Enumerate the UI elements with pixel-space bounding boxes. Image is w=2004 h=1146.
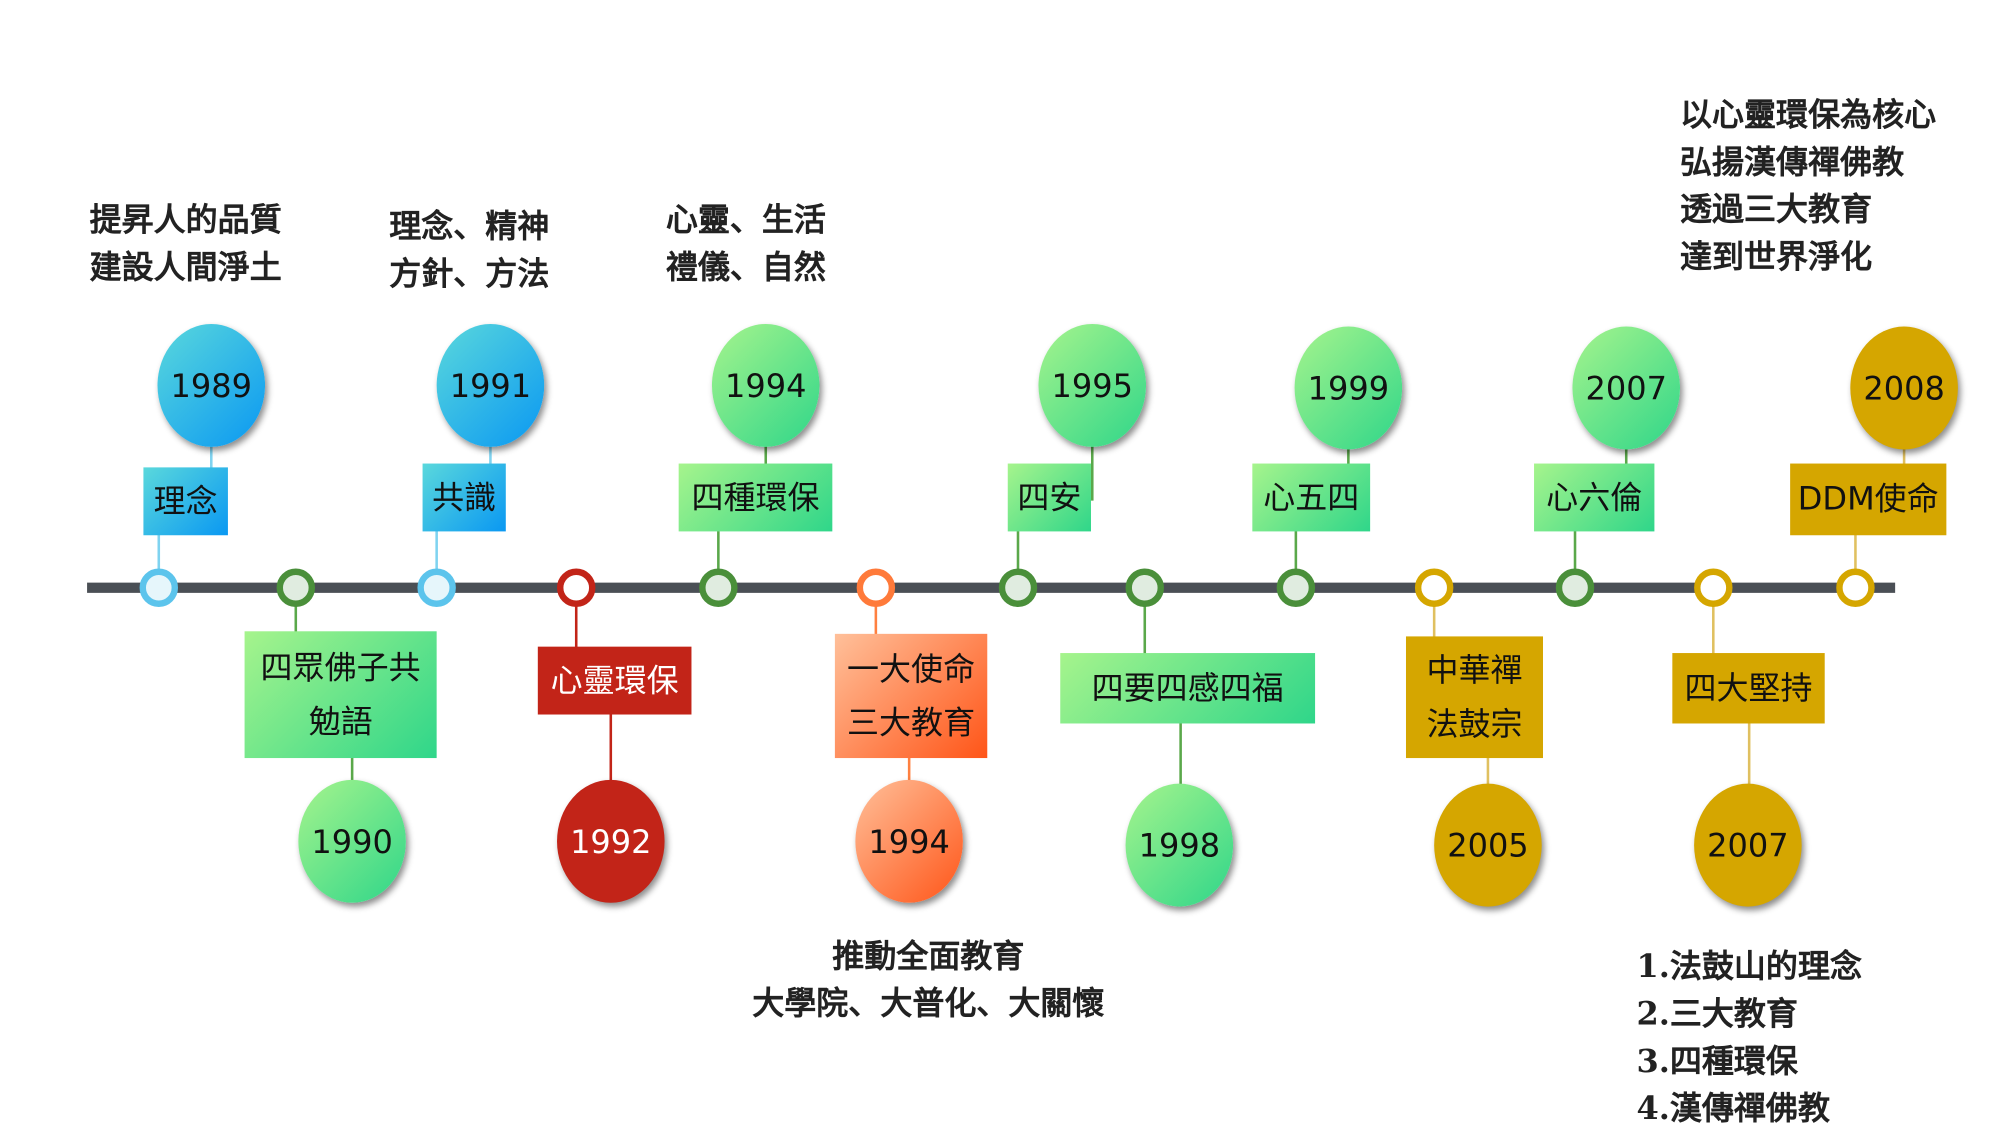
event-label: 共識 — [422, 463, 506, 532]
note-1991: 理念、精神方針、方法 — [389, 207, 550, 292]
event-label: 心五四 — [1252, 463, 1371, 532]
event-label: 一大使命三大教育 — [834, 633, 988, 759]
note-1989: 提昇人的品質建設人間淨土 — [89, 201, 282, 286]
event-label: 四種環保 — [678, 463, 833, 532]
year-circle: 2005 — [1434, 783, 1542, 907]
year-circle: 1998 — [1125, 783, 1234, 907]
year-circle: 2007 — [1572, 326, 1681, 450]
timeline-node — [557, 568, 596, 607]
timeline-node — [1836, 568, 1875, 607]
year-circle: 2008 — [1850, 326, 1958, 450]
timeline-node — [998, 568, 1038, 607]
year-circle: 1991 — [436, 323, 545, 447]
timeline-node — [856, 568, 896, 607]
timeline-node — [1555, 568, 1595, 607]
event-label: 心靈環保 — [537, 646, 692, 715]
timeline-node — [276, 568, 316, 607]
year-circle: 1992 — [557, 779, 665, 903]
event-label: 四眾佛子共勉語 — [244, 631, 437, 759]
timeline-node — [139, 568, 178, 607]
timeline-node — [699, 568, 738, 607]
timeline-node — [1276, 568, 1316, 607]
event-label: 心六倫 — [1534, 463, 1655, 532]
event-label: 四安 — [1007, 463, 1091, 532]
event-label: 中華禪法鼓宗 — [1405, 636, 1544, 759]
event-label: DDM使命 — [1790, 463, 1947, 536]
year-circle: 1994 — [711, 323, 820, 447]
note-1994: 心靈、生活禮儀、自然 — [665, 201, 826, 286]
event-label: 理念 — [143, 467, 228, 536]
year-circle: 1989 — [157, 323, 266, 447]
event-label: 四大堅持 — [1672, 653, 1825, 724]
timeline-axis — [87, 582, 1896, 593]
year-circle: 1990 — [298, 779, 406, 903]
event-label: 四要四感四福 — [1060, 653, 1316, 724]
timeline-node — [1414, 568, 1454, 607]
timeline-node — [1694, 568, 1733, 607]
timeline-node — [1125, 568, 1164, 607]
year-circle: 2007 — [1694, 783, 1802, 907]
note-1994-education: 推動全面教育大學院、大普化、大關懷 — [752, 937, 1105, 1022]
year-circle: 1994 — [855, 779, 963, 903]
timeline-node — [417, 568, 456, 607]
year-circle: 1995 — [1038, 323, 1147, 447]
note-2008: 以心靈環保為核心弘揚漢傳禪佛教透過三大教育達到世界淨化 — [1680, 96, 1937, 276]
year-circle: 1999 — [1294, 326, 1403, 450]
